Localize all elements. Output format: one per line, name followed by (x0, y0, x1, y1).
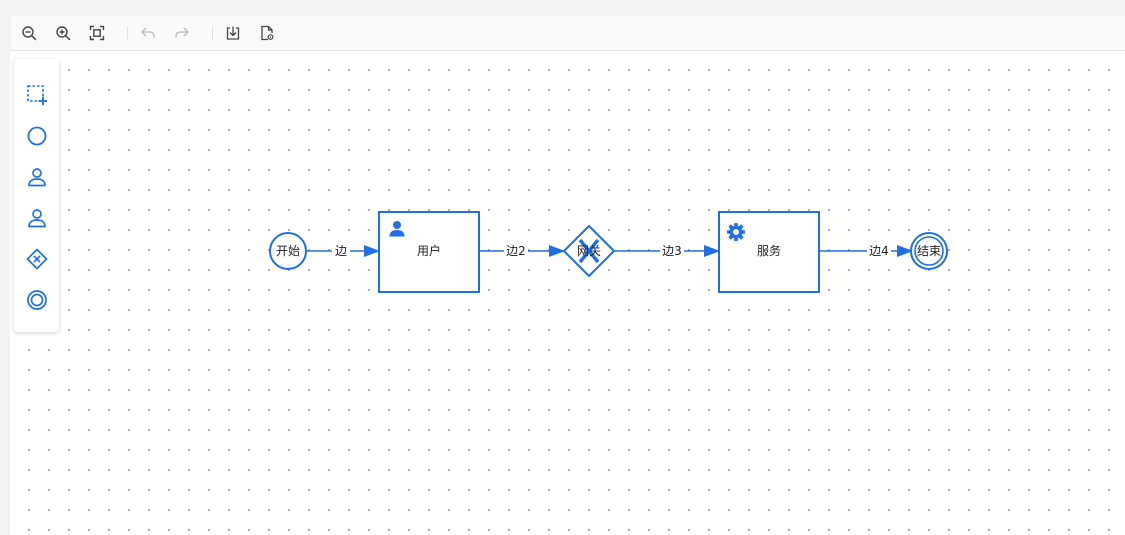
file-preview-icon (261, 25, 274, 41)
toolbar-separator (127, 26, 128, 40)
node-label: 服务 (757, 243, 781, 258)
zoom-out-icon (22, 26, 37, 41)
edge-label: 边2 (506, 244, 526, 258)
start-event-node[interactable]: 开始 (269, 232, 307, 270)
circle-icon (27, 126, 47, 146)
edge-label-bg (504, 242, 528, 260)
download-button[interactable] (223, 23, 243, 43)
palette-item-service-task[interactable] (25, 206, 49, 230)
redo-button[interactable] (172, 23, 192, 43)
redo-icon (175, 27, 189, 38)
edge-label: 边 (335, 244, 347, 258)
node-label: 用户 (417, 243, 441, 258)
node-palette (14, 59, 59, 332)
palette-item-exclusive-gateway[interactable] (25, 247, 49, 271)
zoom-in-icon (56, 26, 71, 41)
edge-start-to-user[interactable]: 边 (307, 242, 380, 260)
user-task-node[interactable]: 用户 (378, 211, 480, 293)
download-icon (226, 26, 240, 40)
node-label: 网关 (577, 244, 601, 258)
zoom-in-button[interactable] (53, 23, 73, 43)
service-task-node[interactable]: 服务 (718, 211, 820, 293)
fit-view-icon (89, 25, 105, 41)
edge-label-bg (332, 242, 350, 260)
gear-icon (727, 223, 745, 241)
edge-label: 边3 (662, 244, 682, 258)
palette-item-start-event[interactable] (25, 124, 49, 148)
palette-item-user-task[interactable] (25, 165, 49, 189)
dashed-select-add-icon (27, 85, 47, 105)
exclusive-gateway-node[interactable]: 网关 (563, 225, 615, 277)
edge-label-bg (867, 242, 891, 260)
user-icon (389, 221, 405, 237)
zoom-out-button[interactable] (19, 23, 39, 43)
toolbar-separator (212, 26, 213, 40)
diagram-canvas[interactable]: 边 边2 边3 边4 开始 (10, 51, 1125, 535)
editor-frame: 边 边2 边3 边4 开始 (10, 16, 1125, 535)
gateway-x-icon (26, 248, 48, 270)
edge-user-to-gateway[interactable]: 边2 (479, 242, 565, 260)
process-diagram: 边 边2 边3 边4 开始 (269, 211, 948, 293)
user-icon (28, 209, 46, 228)
file-preview-button[interactable] (257, 23, 277, 43)
edge-label-bg (660, 242, 684, 260)
user-icon (28, 168, 46, 187)
edge-gateway-to-service[interactable]: 边3 (614, 242, 720, 260)
edge-service-to-end[interactable]: 边4 (819, 242, 913, 260)
undo-icon (141, 27, 155, 38)
node-label: 结束 (917, 244, 941, 258)
x-icon (578, 238, 600, 264)
edge-label: 边4 (869, 244, 889, 258)
double-circle-icon (27, 290, 47, 310)
palette-item-selection[interactable] (25, 83, 49, 107)
toolbar (10, 16, 1125, 51)
palette-item-end-event[interactable] (25, 288, 49, 312)
node-label: 开始 (276, 244, 300, 258)
undo-button[interactable] (138, 23, 158, 43)
end-event-node[interactable]: 结束 (910, 232, 948, 270)
fit-view-button[interactable] (87, 23, 107, 43)
